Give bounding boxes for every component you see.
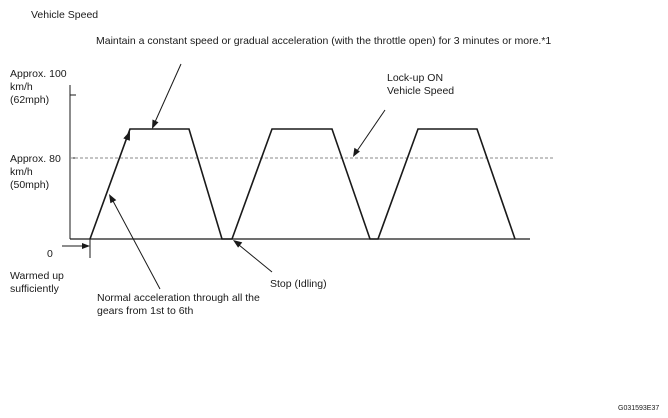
lockup-leader-line [356,109,386,152]
stop-arrow-head [233,240,243,248]
lockup-arrow-head [353,147,360,157]
start-arrow-head [82,243,90,249]
speed-profile-line [89,128,516,240]
zero-label: 0 [47,248,53,260]
stop-leader-line [238,244,273,273]
instruction-arrow-head [152,119,159,129]
y-axis-title: Vehicle Speed [31,9,99,21]
accel-leader-line [112,200,161,290]
lockup-label: Lock-up ON Vehicle Speed [387,72,455,97]
slope-arrow-head [123,131,130,141]
accel-arrow-head [109,194,117,204]
speed-100-label: Approx. 100 km/h (62mph) [10,68,67,106]
normal-acceleration-label: Normal acceleration through all the gear… [97,292,260,317]
instruction-leader-line [154,63,182,123]
instruction-note: Maintain a constant speed or gradual acc… [96,35,552,47]
warmed-up-label: Warmed up sufficiently [10,270,64,295]
speed-80-label: Approx. 80 km/h (50mph) [10,153,61,191]
stop-idling-label: Stop (Idling) [270,278,327,290]
figure-code: G031593E37 [618,405,660,412]
